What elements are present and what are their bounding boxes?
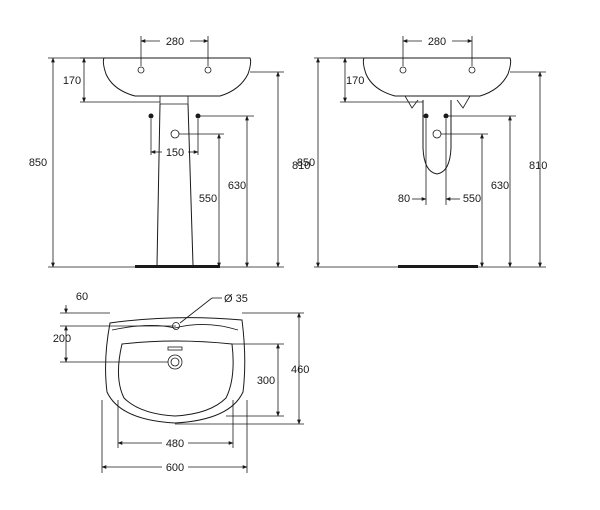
plan-bowl <box>118 340 234 417</box>
side-bracket-right <box>456 95 471 109</box>
side-basin <box>362 57 512 97</box>
front-dim-850: 850 <box>29 157 47 169</box>
side-dim-630: 630 <box>491 180 509 192</box>
side-semi-pedestal <box>422 100 452 175</box>
plan-dim-300: 300 <box>257 375 275 387</box>
front-waste <box>170 129 180 139</box>
side-tap-hole-right <box>468 66 476 74</box>
side-dim-810: 810 <box>529 160 547 172</box>
front-floor <box>135 265 220 268</box>
side-dim-550: 550 <box>463 193 481 205</box>
side-supply-left <box>423 113 429 119</box>
side-waste <box>432 129 442 139</box>
plan-waste-inner <box>170 357 180 367</box>
front-pedestal <box>156 103 194 266</box>
front-dim-550: 550 <box>199 193 217 205</box>
front-dim-810: 810 <box>292 160 310 172</box>
side-floor <box>398 265 478 268</box>
plan-dim-460: 460 <box>291 364 309 376</box>
front-basin <box>102 57 252 97</box>
side-bracket-left <box>404 95 419 109</box>
plan-waste-outer <box>167 354 183 370</box>
plan-view: 60 Ø 35 200 300 460 480 600 <box>53 291 310 474</box>
side-tap-hole-left <box>399 66 407 74</box>
plan-outer-outline <box>105 317 246 424</box>
plan-dim-600: 600 <box>166 462 184 474</box>
plan-dim-480: 480 <box>166 438 184 450</box>
side-dim-280: 280 <box>428 36 446 48</box>
plan-ledge <box>111 324 239 331</box>
side-dim-850: 850 <box>297 157 315 169</box>
front-trap <box>159 96 189 105</box>
plan-overflow <box>167 346 183 351</box>
front-dim-630: 630 <box>228 180 246 192</box>
front-dim-170: 170 <box>63 75 81 87</box>
front-tap-hole-left <box>137 66 145 74</box>
plan-dim-tap-hole: Ø 35 <box>224 293 248 305</box>
front-dim-150: 150 <box>166 147 184 159</box>
front-view: 280 170 850 810 630 550 150 <box>29 36 310 268</box>
side-view: 280 170 850 810 630 550 80 <box>297 36 547 268</box>
front-tap-hole-right <box>204 66 212 74</box>
front-dim-280: 280 <box>166 36 184 48</box>
plan-dim-60: 60 <box>76 291 88 303</box>
front-supply-left <box>148 113 154 119</box>
side-dim-170: 170 <box>346 75 364 87</box>
side-dim-80: 80 <box>398 193 410 205</box>
plan-dim-200: 200 <box>53 333 71 345</box>
